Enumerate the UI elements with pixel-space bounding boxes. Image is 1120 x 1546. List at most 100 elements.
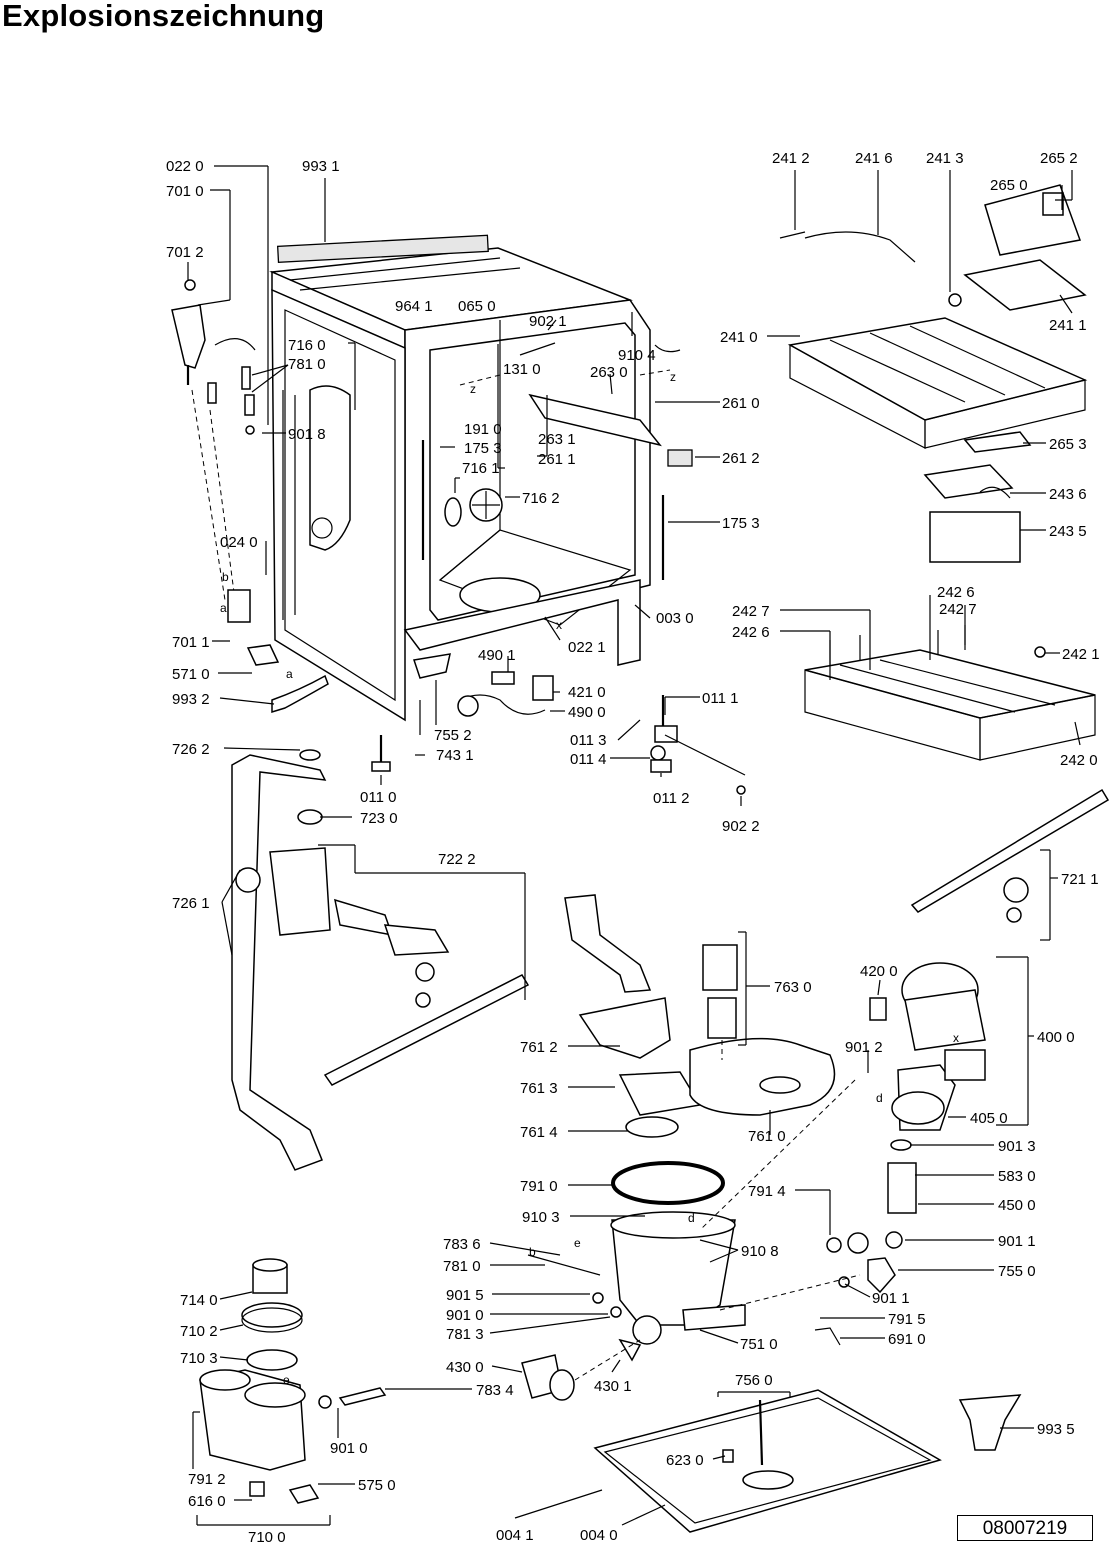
label-571-0: 571 0 <box>172 666 210 683</box>
spray-pipe-assembly <box>231 749 530 1171</box>
label-265-2: 265 2 <box>1040 150 1078 167</box>
label-901-8: 901 8 <box>288 426 326 443</box>
label-791-5: 791 5 <box>888 1311 926 1328</box>
mark-z-left: z <box>470 382 476 396</box>
label-791-4: 791 4 <box>748 1183 786 1200</box>
label-022-0: 022 0 <box>166 158 204 175</box>
label-242-7-a: 242 7 <box>939 601 977 618</box>
label-241-6: 241 6 <box>855 150 893 167</box>
label-131-0: 131 0 <box>503 361 541 378</box>
label-901-3: 901 3 <box>998 1138 1036 1155</box>
label-490-1: 490 1 <box>478 647 516 664</box>
mark-x-motor: x <box>953 1031 959 1045</box>
label-583-0: 583 0 <box>998 1168 1036 1185</box>
mark-z-right: z <box>670 370 676 384</box>
label-783-6: 783 6 <box>443 1236 481 1253</box>
label-993-2: 993 2 <box>172 691 210 708</box>
label-241-2: 241 2 <box>772 150 810 167</box>
label-265-3: 265 3 <box>1049 436 1087 453</box>
label-263-1: 263 1 <box>538 431 576 448</box>
label-751-0: 751 0 <box>740 1336 778 1353</box>
label-763-0: 763 0 <box>774 979 812 996</box>
label-901-0-b: 901 0 <box>330 1440 368 1457</box>
label-910-4: 910 4 <box>618 347 656 364</box>
label-901-0-a: 901 0 <box>446 1307 484 1324</box>
label-701-1: 701 1 <box>172 634 210 651</box>
label-901-1-a: 901 1 <box>998 1233 1036 1250</box>
label-714-0: 714 0 <box>180 1292 218 1309</box>
label-726-1: 726 1 <box>172 895 210 912</box>
electrical-parts <box>413 653 554 735</box>
label-011-2: 011 2 <box>653 790 689 807</box>
label-011-4: 011 4 <box>570 751 606 768</box>
label-716-2: 716 2 <box>522 490 560 507</box>
letter-reference-marks: b a a x z z x d d b e e <box>220 370 959 1387</box>
label-791-2: 791 2 <box>188 1471 226 1488</box>
label-993-1: 993 1 <box>302 158 340 175</box>
label-261-1: 261 1 <box>538 451 576 468</box>
label-420-0: 420 0 <box>860 963 898 980</box>
mark-e-sump: e <box>574 1236 581 1250</box>
label-993-5: 993 5 <box>1037 1421 1075 1438</box>
label-405-0: 405 0 <box>970 1110 1008 1127</box>
adjustable-feet <box>371 695 746 795</box>
label-716-1: 716 1 <box>462 460 500 477</box>
label-761-2: 761 2 <box>520 1039 558 1056</box>
label-722-2: 722 2 <box>438 851 476 868</box>
label-243-5: 243 5 <box>1049 523 1087 540</box>
mark-a-hose: a <box>286 667 293 681</box>
upper-basket-assembly <box>779 184 1088 563</box>
label-783-4: 783 4 <box>476 1382 514 1399</box>
part-number-labels: 022 0 701 0 993 1 701 2 964 1 065 0 902 … <box>166 150 1100 1546</box>
label-242-7-b: 242 7 <box>732 603 770 620</box>
leader-lines <box>187 165 1081 1526</box>
left-column-parts <box>171 279 329 714</box>
label-791-0: 791 0 <box>520 1178 558 1195</box>
label-175-3-b: 175 3 <box>722 515 760 532</box>
label-723-0: 723 0 <box>360 810 398 827</box>
label-003-0: 003 0 <box>656 610 694 627</box>
dishwasher-cabinet <box>269 234 693 722</box>
label-902-1: 902 1 <box>529 313 567 330</box>
mark-b-sump: b <box>529 1245 536 1259</box>
label-004-1: 004 1 <box>496 1527 534 1544</box>
mark-e-softener: e <box>283 1373 290 1387</box>
label-902-2: 902 2 <box>722 818 760 835</box>
label-241-0: 241 0 <box>720 329 758 346</box>
label-710-3: 710 3 <box>180 1350 218 1367</box>
label-263-0: 263 0 <box>590 364 628 381</box>
mark-b-top: b <box>222 570 229 584</box>
label-400-0: 400 0 <box>1037 1029 1075 1046</box>
label-490-0: 490 0 <box>568 704 606 721</box>
label-781-3: 781 3 <box>446 1326 484 1343</box>
mark-d-pump: d <box>876 1091 883 1105</box>
label-450-0: 450 0 <box>998 1197 1036 1214</box>
label-241-3: 241 3 <box>926 150 964 167</box>
label-011-0: 011 0 <box>360 789 396 806</box>
label-242-6-b: 242 6 <box>732 624 770 641</box>
label-761-4: 761 4 <box>520 1124 558 1141</box>
label-726-2: 726 2 <box>172 741 210 758</box>
label-616-0: 616 0 <box>188 1493 226 1510</box>
label-910-8: 910 8 <box>741 1243 779 1260</box>
mark-a-top: a <box>220 601 227 615</box>
label-242-1: 242 1 <box>1062 646 1100 663</box>
label-623-0: 623 0 <box>666 1452 704 1469</box>
label-701-2: 701 2 <box>166 244 204 261</box>
label-781-0-top: 781 0 <box>288 356 326 373</box>
upper-spray-arm <box>910 788 1110 923</box>
label-901-1-b: 901 1 <box>872 1290 910 1307</box>
label-004-0: 004 0 <box>580 1527 618 1544</box>
label-701-0: 701 0 <box>166 183 204 200</box>
label-761-3: 761 3 <box>520 1080 558 1097</box>
label-243-6: 243 6 <box>1049 486 1087 503</box>
label-781-0-bottom: 781 0 <box>443 1258 481 1275</box>
label-901-5: 901 5 <box>446 1287 484 1304</box>
mark-x-cabinet: x <box>556 618 562 632</box>
label-241-1: 241 1 <box>1049 317 1087 334</box>
label-022-1: 022 1 <box>568 639 606 656</box>
water-softener-assembly <box>199 1258 387 1504</box>
label-430-0: 430 0 <box>446 1359 484 1376</box>
page-title: Explosionszeichnung <box>2 0 325 33</box>
